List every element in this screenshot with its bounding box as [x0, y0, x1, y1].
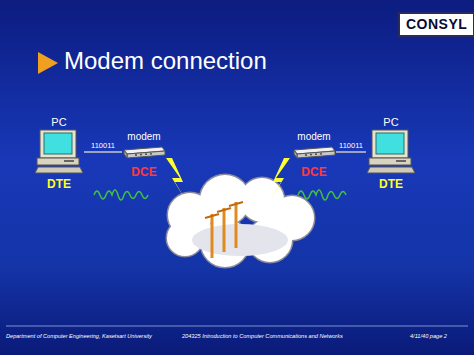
device-name: PC	[51, 116, 66, 128]
logo-box: CONSYL	[398, 12, 474, 37]
modem-icon	[122, 145, 166, 159]
lightning-bolt	[268, 158, 290, 204]
bit-pattern: 110011	[91, 141, 115, 150]
modem-icon-holder	[292, 145, 336, 159]
footer-rule	[6, 326, 468, 327]
footer-note: 4/11/40 page 2	[410, 333, 447, 339]
interface-role: DTE	[47, 177, 71, 191]
cable-line	[336, 151, 366, 153]
pc-terminal: PC DTE	[366, 116, 416, 191]
cable-line	[84, 151, 122, 153]
signal-wave	[94, 190, 148, 200]
footer-note: Department of Computer Engineering, Kase…	[6, 333, 152, 339]
bit-pattern: 110011	[339, 141, 363, 150]
modem-icon	[292, 145, 336, 159]
interface-role: DTE	[379, 177, 403, 191]
pc-terminal: PC DTE	[34, 116, 84, 191]
pc-icon-holder	[366, 128, 416, 174]
device-name: modem	[127, 131, 160, 143]
pc-icon	[34, 128, 84, 174]
modem-device: modemDCE	[122, 131, 166, 179]
device-name: modem	[297, 131, 330, 143]
interface-role: DCE	[301, 165, 326, 179]
logo-text: CONSYL	[406, 16, 467, 33]
interface-role: DCE	[131, 165, 156, 179]
lightning-bolt	[166, 158, 188, 204]
device-name: PC	[383, 116, 398, 128]
pc-icon-holder	[34, 128, 84, 174]
pc-icon	[366, 128, 416, 174]
slide-title: Modem connection	[64, 47, 267, 75]
signal-wave	[298, 190, 346, 200]
footer-note: 204325 Introduction to Computer Communic…	[182, 333, 343, 339]
modem-device: modemDCE	[292, 131, 336, 179]
network-cloud	[167, 175, 314, 267]
modem-icon-holder	[122, 145, 166, 159]
bullet-triangle	[38, 52, 58, 74]
